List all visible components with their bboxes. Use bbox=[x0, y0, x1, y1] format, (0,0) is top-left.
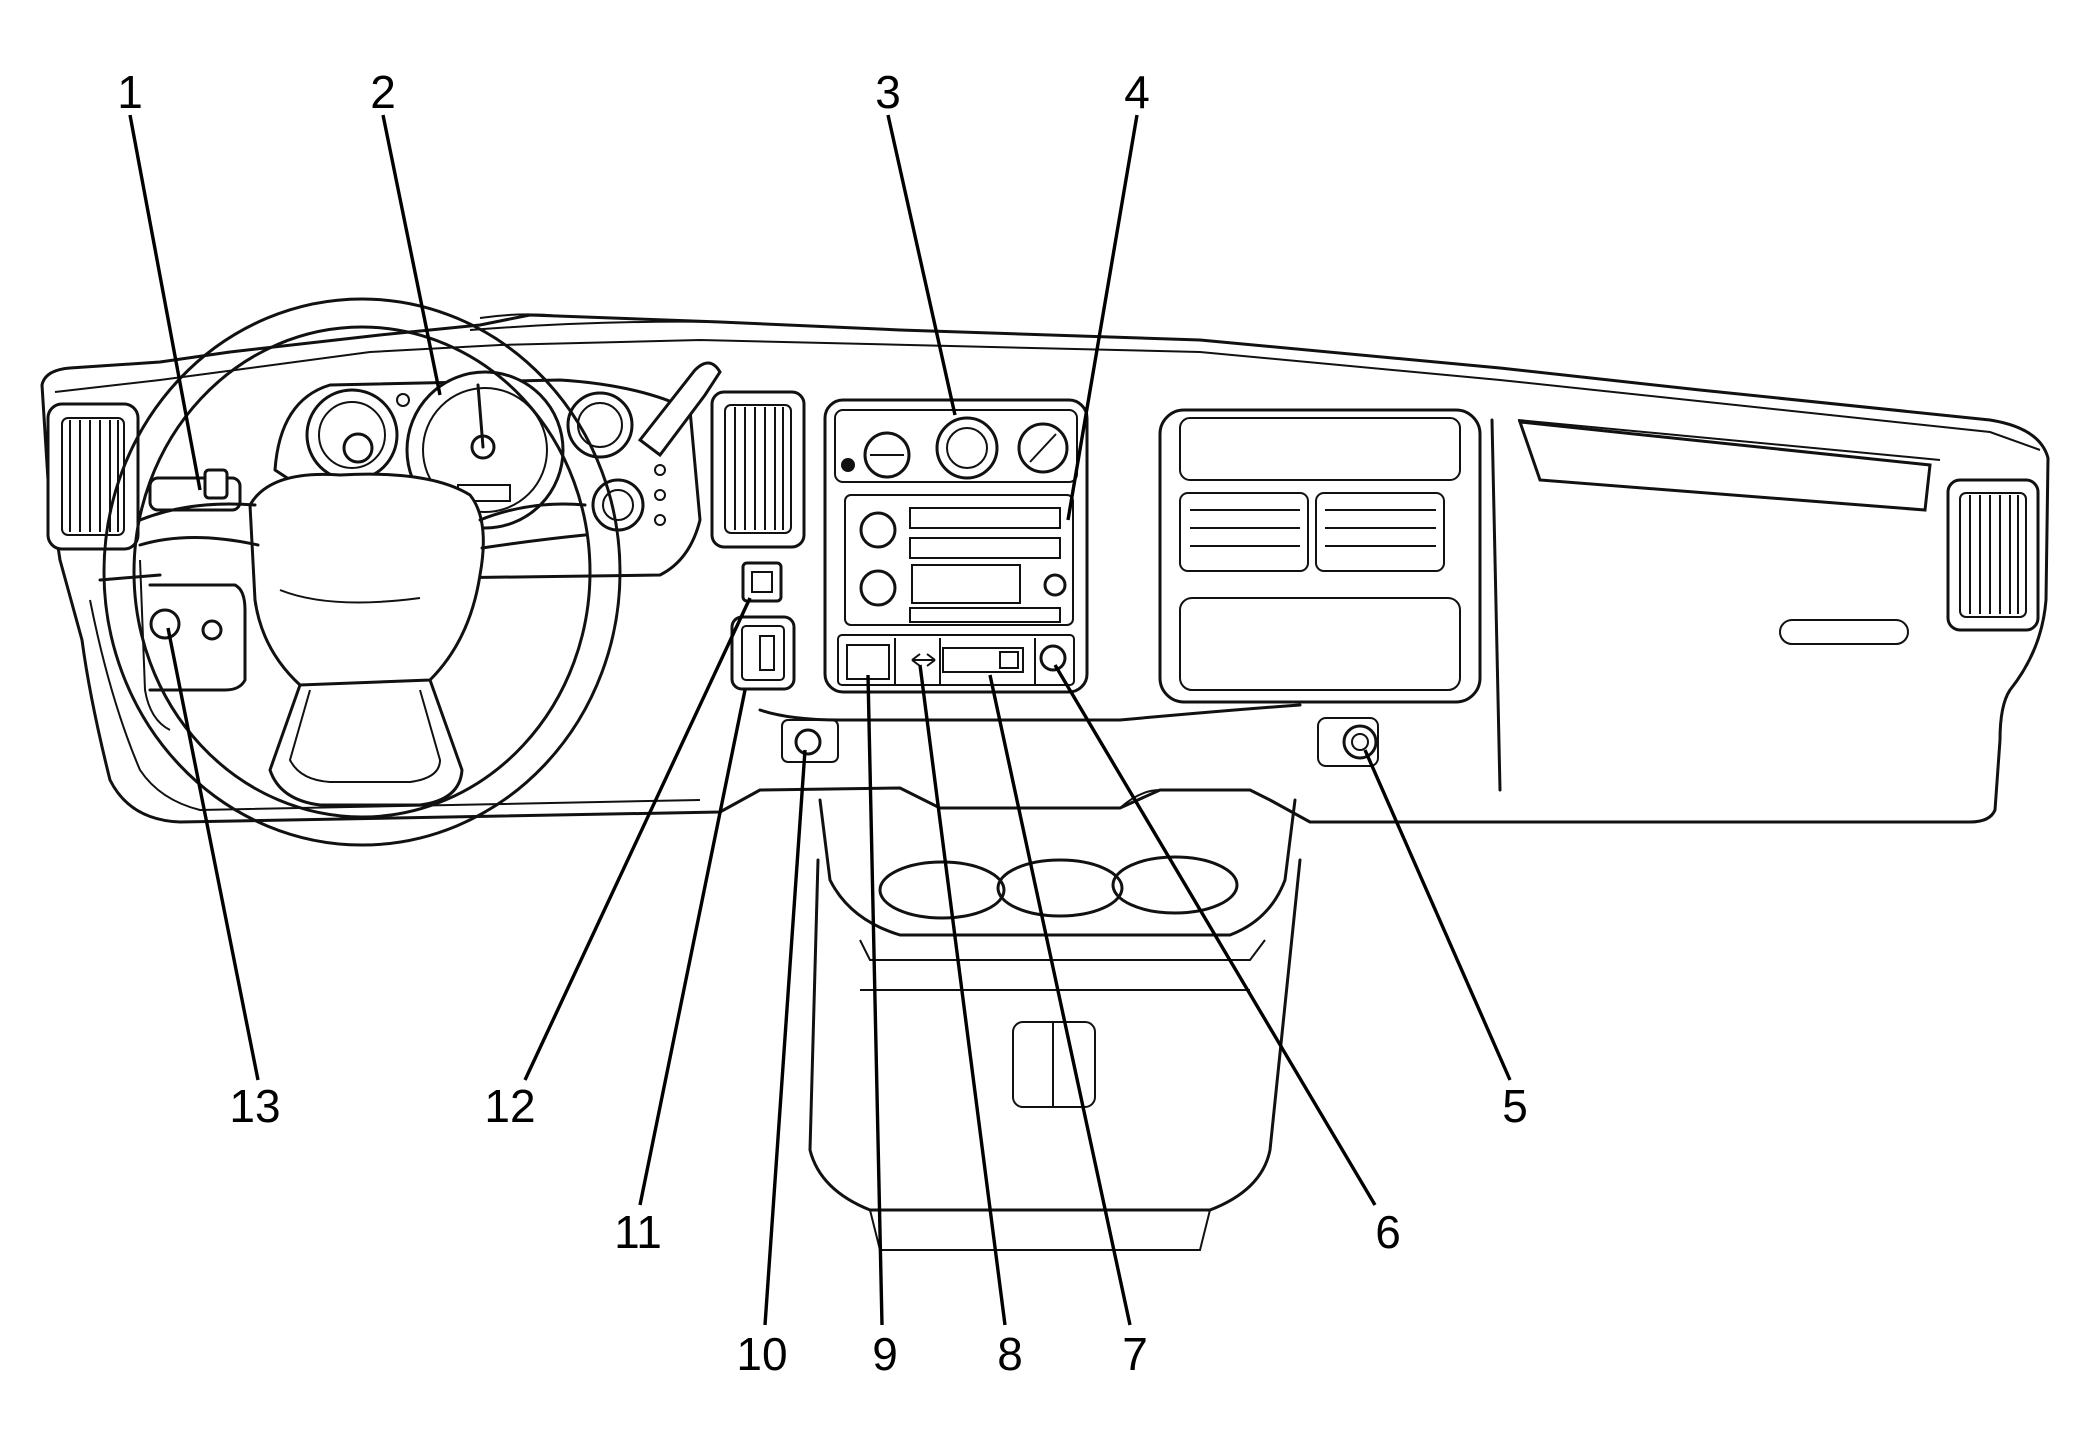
leader-13 bbox=[166, 627, 260, 1081]
leader-1 bbox=[128, 114, 202, 491]
leader-3 bbox=[886, 114, 957, 416]
leader-7 bbox=[988, 674, 1132, 1326]
right-air-vent bbox=[1946, 478, 2040, 632]
callout-1: 1 bbox=[117, 66, 143, 118]
leader-8 bbox=[918, 664, 1007, 1326]
glove-box bbox=[1490, 418, 1941, 792]
left-air-vent bbox=[46, 402, 140, 551]
leader-10 bbox=[763, 749, 807, 1326]
center-stack bbox=[823, 398, 1089, 694]
callout-11: 11 bbox=[614, 1206, 662, 1258]
leader-2 bbox=[381, 114, 442, 396]
callout-2: 2 bbox=[370, 66, 396, 118]
leader-4 bbox=[1066, 114, 1139, 521]
leader-6 bbox=[1053, 664, 1377, 1206]
leader-lines bbox=[128, 114, 1512, 1326]
lower-center-panel bbox=[758, 703, 1379, 767]
ignition-switch-panel bbox=[98, 573, 247, 692]
leader-5 bbox=[1363, 749, 1512, 1081]
leader-9 bbox=[866, 674, 884, 1326]
steering-wheel bbox=[102, 297, 622, 847]
callout-6: 6 bbox=[1375, 1206, 1401, 1258]
switch-12 bbox=[741, 561, 783, 603]
callout-12: 12 bbox=[484, 1080, 535, 1132]
callout-13: 13 bbox=[229, 1080, 280, 1132]
callout-8: 8 bbox=[997, 1328, 1023, 1380]
right-center-vents bbox=[1158, 408, 1482, 704]
callout-9: 9 bbox=[872, 1328, 898, 1380]
callout-10: 10 bbox=[736, 1328, 787, 1380]
callout-3: 3 bbox=[875, 66, 901, 118]
callout-4: 4 bbox=[1124, 66, 1150, 118]
leader-11 bbox=[638, 689, 747, 1206]
leader-12 bbox=[523, 597, 752, 1081]
callout-5: 5 bbox=[1502, 1080, 1528, 1132]
callout-7: 7 bbox=[1122, 1328, 1148, 1380]
switch-11 bbox=[730, 615, 796, 691]
callout-labels: 1 2 3 4 5 6 7 8 9 10 11 12 13 bbox=[117, 66, 1528, 1380]
center-air-vent bbox=[710, 390, 806, 549]
column-stalk bbox=[148, 361, 722, 512]
center-console bbox=[808, 798, 1302, 1251]
